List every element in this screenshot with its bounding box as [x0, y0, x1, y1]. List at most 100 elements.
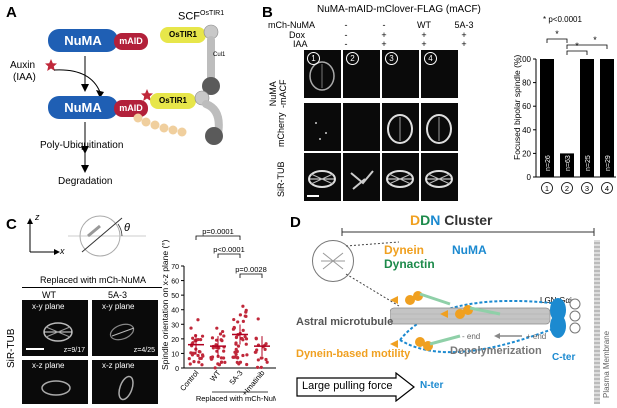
chart-b-significance: * p<0.0001: [543, 15, 582, 24]
data-point: [191, 336, 195, 340]
data-point: [213, 366, 217, 370]
scf-label: SCFOsTIR1: [178, 10, 225, 23]
data-point: [192, 351, 196, 355]
category-circle: [581, 182, 593, 194]
micrograph-b: [421, 153, 458, 201]
micrograph-b: 2: [343, 50, 380, 98]
data-point: [223, 360, 227, 364]
polyub-label: Poly-Ubiquitination: [40, 140, 124, 151]
data-point: [187, 356, 191, 361]
theta-label: θ: [124, 222, 130, 234]
y-tick-label: 80: [522, 79, 531, 88]
data-point: [215, 326, 219, 330]
data-point: [234, 335, 239, 339]
data-point: [241, 353, 245, 358]
degradation-label: Degradation: [58, 176, 113, 187]
data-point: [232, 326, 236, 330]
data-point: [265, 360, 269, 364]
data-point: [237, 362, 241, 366]
data-point: [222, 334, 226, 338]
micrograph-b: [382, 153, 419, 201]
down-arrow-1: [81, 56, 89, 92]
data-point: [197, 360, 201, 364]
condition-cell: -: [344, 39, 348, 49]
auxin-label: Auxin: [10, 60, 36, 71]
y-tick-label: 20: [522, 149, 531, 158]
data-point: [218, 332, 223, 336]
y-tick-label: 60: [171, 279, 179, 286]
data-point: [259, 356, 263, 360]
micrograph-b: [343, 153, 380, 201]
replaced-line: [22, 287, 162, 288]
data-point: [217, 363, 222, 367]
micrograph-xz-wt: x-z plane: [22, 360, 88, 404]
data-point: [255, 365, 260, 369]
micrograph-b: [421, 103, 458, 151]
y-tick-label: 60: [522, 102, 531, 111]
p-bracket: [239, 273, 263, 278]
cter-label: C-ter: [552, 352, 576, 363]
micrograph-b: [343, 103, 380, 151]
sig-star: *: [593, 35, 597, 45]
numa-label: NuMA: [64, 33, 102, 48]
maid-pill: mAID: [114, 33, 148, 50]
cluster-bracket: [341, 228, 595, 236]
pulling-force-label: Large pulling force: [302, 380, 393, 392]
row-label-sirtub: SiR-TUB: [276, 161, 286, 198]
data-point: [245, 353, 249, 357]
condition-cell: -: [344, 20, 348, 30]
plasma-membrane-label: Plasma Membrane: [602, 330, 611, 398]
data-point: [201, 354, 205, 358]
data-point: [210, 336, 215, 340]
condition-cell: -: [344, 30, 348, 40]
sig-bracket: [566, 50, 588, 55]
down-arrow-2: [81, 122, 89, 154]
row-label-mch: mCh-NuMA: [268, 20, 316, 30]
y-tick-label: 40: [522, 126, 531, 135]
micrograph-b: 4: [421, 50, 458, 98]
dynactin-label: Dynactin: [384, 257, 435, 271]
category-circle: [601, 182, 613, 194]
category-circle: [541, 182, 553, 194]
condition-cell: +: [421, 30, 427, 40]
orientation-diagram: [27, 215, 146, 257]
micrograph-xy-mut: x-y plane z=4/25: [92, 300, 158, 356]
bar: [580, 59, 594, 177]
category-label: Control: [178, 368, 201, 393]
data-point: [241, 319, 245, 323]
depoly-label: Depolymerization: [450, 345, 542, 357]
p-value-label: p=0.0028: [235, 265, 267, 274]
y-tick-label: 0: [527, 173, 532, 182]
numa-label-d: NuMA: [452, 243, 487, 257]
data-point: [216, 354, 220, 358]
data-point: [214, 338, 219, 342]
data-point: [222, 349, 226, 353]
mut-label: 5A-3: [108, 290, 128, 300]
panel-number: 3: [385, 52, 398, 65]
p-value-label: p<0.0001: [213, 245, 245, 254]
row-label-iaa: IAA: [293, 39, 308, 49]
panel-b-title: NuMA-mAID-mClover-FLAG (mACF): [317, 4, 481, 15]
data-point: [200, 334, 205, 338]
cell-icon: [312, 240, 354, 282]
nter-label: N-ter: [420, 380, 444, 391]
data-point: [244, 342, 248, 346]
data-point: [244, 310, 248, 314]
data-point: [192, 360, 196, 364]
category-circle: [561, 182, 573, 194]
condition-cell: +: [421, 39, 427, 49]
category-label: 3: [585, 184, 589, 193]
scf-complex-graphic: [202, 24, 220, 95]
y-tick-label: 0: [175, 366, 179, 373]
row-label-dox: Dox: [289, 30, 306, 40]
panel-c-letter: C: [6, 216, 17, 233]
axis-z-label: z: [35, 212, 40, 222]
microtubule-diagram: [390, 291, 581, 354]
replaced-label: Replaced with mCh-NuMA: [40, 275, 147, 285]
row-label-numa-macf: NuMA -mACF: [268, 79, 288, 109]
condition-cell: +: [461, 30, 467, 40]
zoom-lines: [345, 241, 400, 307]
data-point: [254, 337, 258, 341]
y-tick-label: 10: [171, 351, 179, 358]
condition-cell: WT: [417, 20, 431, 30]
